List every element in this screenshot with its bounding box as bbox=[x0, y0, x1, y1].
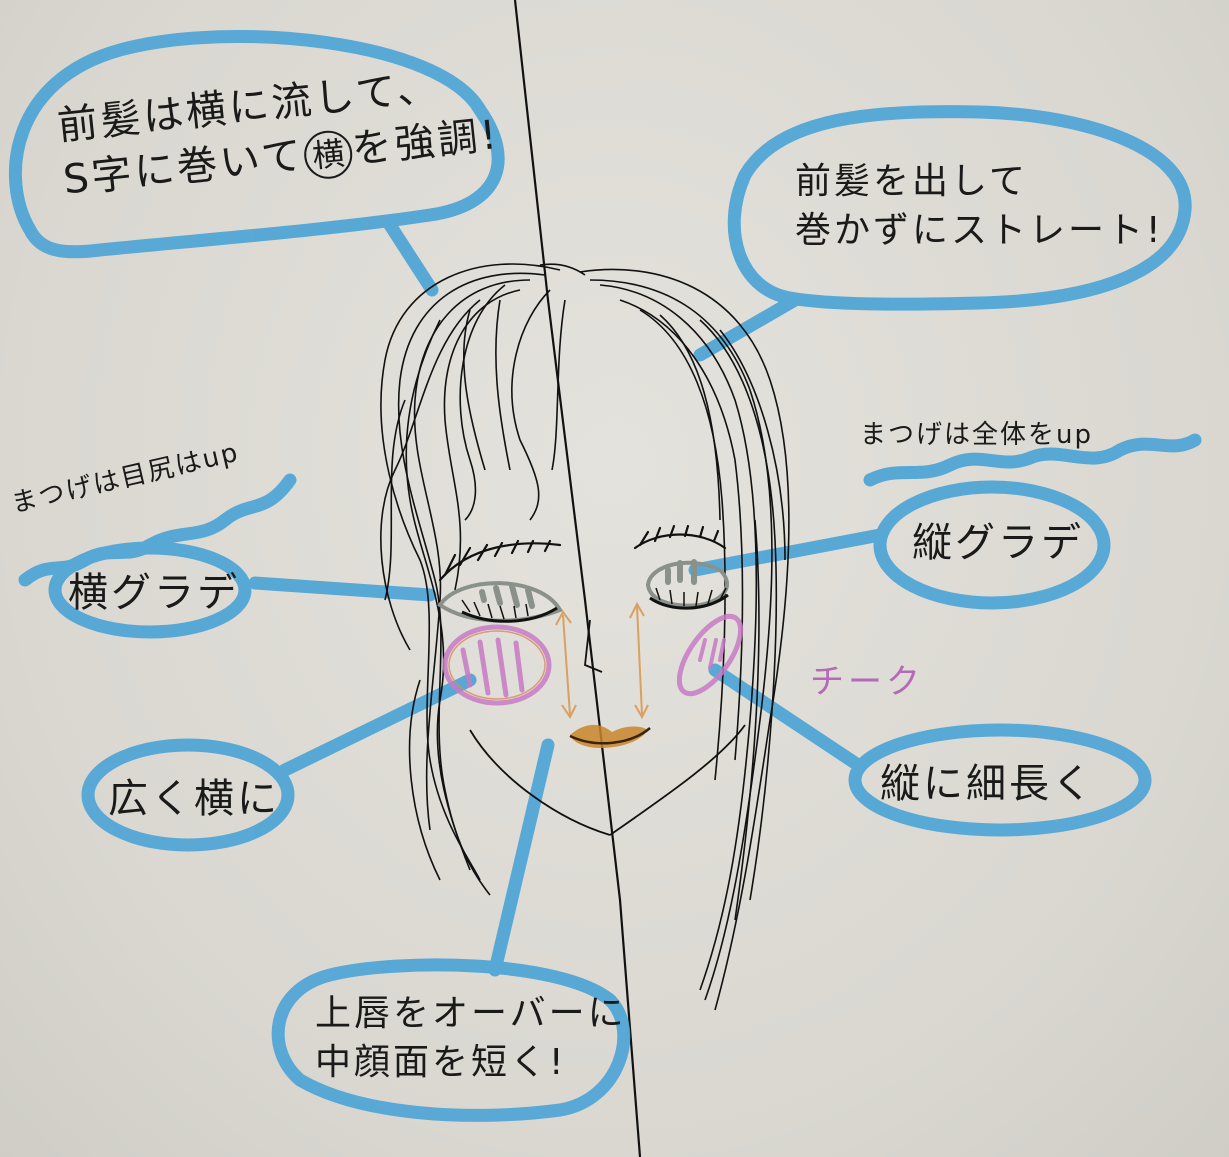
cheek-label: チーク bbox=[810, 662, 924, 702]
left-cheek-text: 広く横に bbox=[108, 776, 280, 822]
callout-bubble-right-eyeshadow bbox=[873, 480, 1111, 610]
callout-bubble-lip bbox=[271, 958, 631, 1122]
eye-left bbox=[461, 606, 558, 623]
right-eyeshadow-text: 縦グラデ bbox=[912, 520, 1084, 566]
callout-bubble-left-bangs bbox=[8, 30, 505, 259]
hair-right-straight bbox=[579, 268, 790, 1011]
right-lashes-note: まつげは全体をup bbox=[860, 420, 1093, 450]
hair-left-wavy bbox=[380, 263, 586, 896]
callout-line-left-cheek bbox=[278, 673, 477, 777]
lashes-wave-right bbox=[863, 433, 1202, 487]
callout-bubble-left-eyeshadow bbox=[48, 541, 252, 639]
jaw-right bbox=[609, 724, 746, 836]
eyebrow-left bbox=[438, 542, 562, 582]
right-bangs-text: 前髪を出して 巻かずにストレート! bbox=[795, 158, 1163, 255]
lip-line2: 中顔面を短く! bbox=[315, 1041, 567, 1083]
cheek-blush-left bbox=[442, 624, 552, 706]
lip-line1: 上唇をオーバーに bbox=[315, 993, 627, 1034]
lip-callout-text: 上唇をオーバーに 中顔面を短く! bbox=[315, 990, 627, 1087]
callout-line-right-bangs bbox=[693, 293, 802, 362]
callout-line-right-eyeshadow bbox=[688, 528, 887, 577]
midface-arrows bbox=[555, 601, 649, 720]
callout-line-right-cheek bbox=[708, 663, 865, 772]
callout-bubble-right-bangs bbox=[727, 105, 1192, 311]
left-eyeshadow-text: 横グラデ bbox=[68, 570, 240, 616]
callout-bubble-right-cheek bbox=[848, 723, 1152, 837]
circled-yoko: 横 bbox=[302, 128, 355, 182]
callout-line-left-bangs bbox=[383, 218, 439, 297]
right-bangs-line1: 前髪を出して bbox=[795, 161, 1028, 202]
callout-line-lip bbox=[488, 738, 555, 977]
callout-line-left-eyeshadow bbox=[248, 576, 437, 602]
jaw-left bbox=[469, 729, 611, 836]
callout-bubble-left-cheek bbox=[81, 738, 295, 852]
center-divider-line bbox=[513, 0, 642, 1157]
nose bbox=[584, 619, 603, 673]
eyebrow-right bbox=[633, 533, 727, 550]
right-cheek-text: 縦に細長く bbox=[880, 761, 1095, 807]
right-bangs-line2: 巻かずにストレート! bbox=[795, 209, 1164, 251]
cheek-blush-right bbox=[676, 613, 744, 697]
